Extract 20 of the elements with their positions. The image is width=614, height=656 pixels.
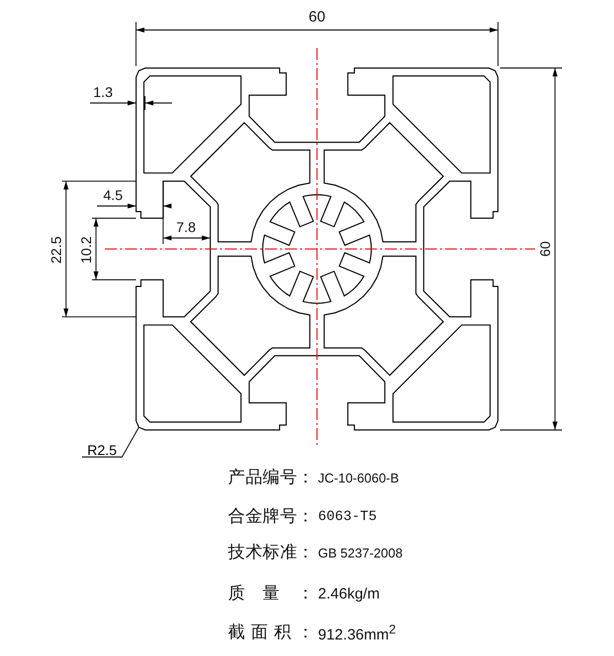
spec-value: JC-10-6060-B bbox=[318, 472, 399, 484]
spec-value: 2.46kg/m bbox=[318, 586, 380, 602]
spec-label: 技术标准： bbox=[228, 544, 314, 562]
spec-value: GB 5237-2008 bbox=[318, 546, 403, 560]
leader-line bbox=[82, 426, 140, 458]
radius-label: R2.5 bbox=[82, 443, 122, 457]
dimension-label: 10.2 bbox=[79, 236, 93, 264]
dimension-label: 22.5 bbox=[49, 236, 63, 264]
dimension-label: 1.3 bbox=[93, 85, 113, 99]
dimension-label: 60 bbox=[538, 241, 552, 257]
dimension-label: 7.8 bbox=[176, 220, 196, 234]
dimension-label: 60 bbox=[308, 10, 326, 24]
spec-label: 产品编号： bbox=[228, 470, 314, 486]
profile-drawing bbox=[136, 68, 498, 430]
spec-label: 截面积： bbox=[228, 624, 314, 642]
spec-label: 质量： bbox=[228, 586, 314, 602]
spec-label: 合金牌号： bbox=[228, 508, 314, 526]
spec-value: 912.36mm$^{2}$ bbox=[318, 624, 396, 642]
spec-value: 6063-T5 bbox=[318, 510, 377, 524]
dimension-label: 4.5 bbox=[103, 188, 123, 202]
